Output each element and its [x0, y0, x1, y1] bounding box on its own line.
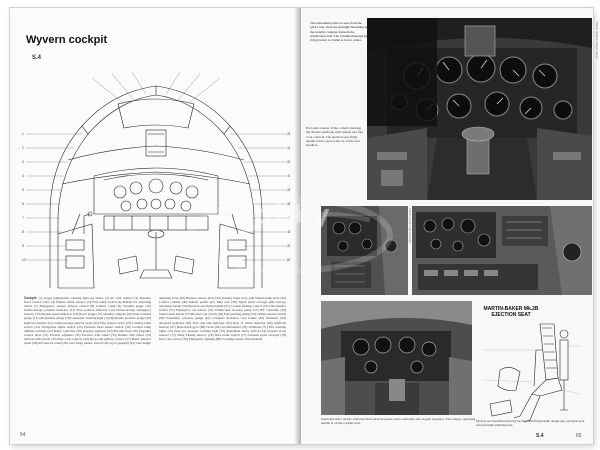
svg-text:7: 7 [22, 216, 24, 220]
photo-top-caption: The instrument panel as seen from the pi… [310, 21, 370, 91]
page-title: Wyvern cockpit [26, 34, 108, 46]
svg-text:4: 4 [22, 174, 24, 178]
photo-credit-top: Photo: Wyvern cockpit interior [595, 22, 599, 60]
caption-text: (1) Upper temperature warning light see … [24, 296, 286, 346]
svg-text:2: 2 [22, 146, 24, 150]
photo-credit-mid: Photo: cockpit side consoles [408, 208, 412, 244]
page-number-left: 64 [20, 432, 26, 438]
svg-text:41: 41 [287, 132, 290, 136]
photo-bottom-caption: Starboard side console with electrical s… [321, 417, 481, 435]
cockpit-key-caption: Cockpit: (1) Upper temperature warning l… [24, 296, 286, 432]
svg-text:42: 42 [287, 146, 290, 150]
section-code: S.4 [32, 55, 42, 61]
watermark-text: Hobby [232, 200, 331, 230]
photo-left-caption-text: Port side console of the cockpit showing… [306, 126, 363, 148]
ejection-seat-drawing [483, 323, 581, 423]
svg-text:9: 9 [22, 244, 24, 248]
photo-top-caption-text: The instrument panel as seen from the pi… [310, 21, 370, 43]
svg-text:44: 44 [287, 174, 290, 178]
page-number-right: 65 [576, 433, 582, 439]
svg-text:46: 46 [287, 202, 290, 206]
ejection-seat-caption: Ejection seat installation showing the f… [476, 419, 588, 432]
book-spread: Wyvern cockpit S.4 [10, 8, 599, 444]
svg-text:8: 8 [22, 230, 24, 234]
svg-text:6: 6 [22, 202, 24, 206]
svg-text:48: 48 [287, 230, 290, 234]
svg-text:43: 43 [287, 160, 290, 164]
svg-text:49: 49 [287, 244, 290, 248]
photo-starboard-console [412, 206, 592, 295]
photo-instrument-panel [367, 18, 592, 200]
photo-bottom-caption-text: Starboard side console with electrical s… [321, 417, 476, 426]
ejection-seat-caption-text: Ejection seat installation showing the f… [476, 419, 585, 427]
svg-text:50: 50 [287, 258, 290, 262]
svg-text:10: 10 [22, 258, 26, 262]
photo-rear-cockpit [321, 301, 472, 415]
photo-port-console [321, 206, 408, 295]
svg-text:45: 45 [287, 188, 290, 192]
photo-left-caption: Port side console of the cockpit showing… [306, 126, 364, 200]
left-page: Wyvern cockpit S.4 [10, 8, 298, 444]
svg-text:3: 3 [22, 160, 24, 164]
svg-text:47: 47 [287, 216, 290, 220]
svg-text:5: 5 [22, 188, 24, 192]
section-mark: S.4 [536, 433, 544, 439]
svg-text:1: 1 [22, 132, 24, 136]
ejection-seat-title: MARTIN-BAKER Mk.2B EJECTION SEAT [483, 306, 539, 318]
caption-lead: Cockpit: [24, 296, 38, 300]
